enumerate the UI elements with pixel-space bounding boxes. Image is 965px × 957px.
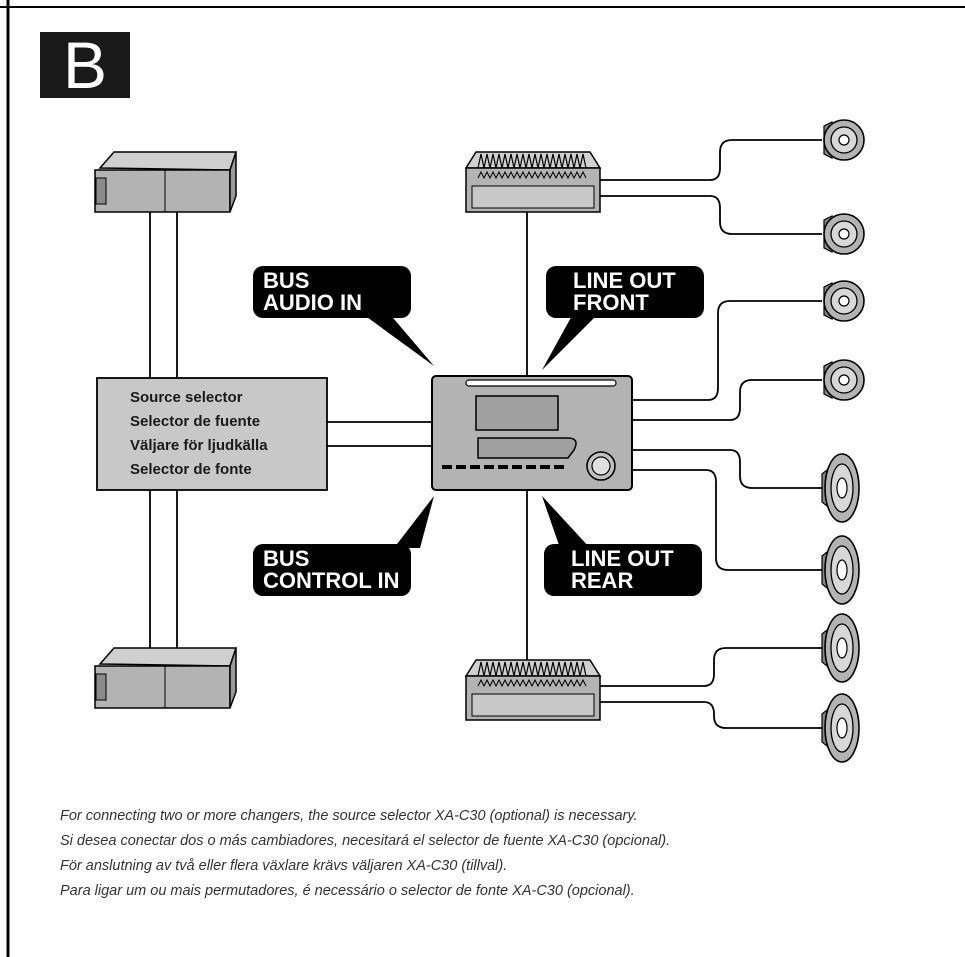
source-selector-line-3: Väljare för ljudkälla — [130, 437, 268, 454]
source-selector-line-2: Selector de fuente — [130, 413, 260, 430]
speaker-wires — [600, 139, 822, 729]
caption-portuguese: Para ligar um ou mais permutadores, é ne… — [60, 883, 635, 899]
head-unit — [431, 375, 633, 491]
section-badge-letter: B — [63, 28, 107, 102]
changer-wires — [149, 212, 178, 648]
caption-spanish: Si desea conectar dos o más cambiadores,… — [60, 833, 671, 849]
label-line-out-rear: LINE OUT REAR — [542, 496, 702, 596]
speaker-front-4-icon — [823, 359, 865, 401]
cd-changer-top — [94, 151, 238, 213]
speaker-rear-1-icon — [821, 453, 860, 523]
amplifier-top — [464, 151, 602, 213]
cd-changer-bottom — [94, 647, 238, 709]
label-line-out-front: LINE OUT FRONT — [542, 266, 704, 370]
speaker-front-2-icon — [823, 213, 865, 255]
caption-english: For connecting two or more changers, the… — [60, 808, 638, 824]
speaker-front-1-icon — [823, 119, 865, 161]
label-line-out-rear-line-1: LINE OUT — [571, 546, 674, 571]
speaker-front-3-icon — [823, 280, 865, 322]
label-line-out-front-line-2: FRONT — [573, 290, 649, 315]
amplifier-bottom — [464, 659, 602, 721]
label-bus-control-in-line-1: BUS — [263, 546, 309, 571]
label-bus-control-in-line-2: CONTROL IN — [263, 568, 399, 593]
label-bus-audio-in-line-1: BUS — [263, 268, 309, 293]
head-unit-buttons — [442, 465, 564, 469]
label-bus-audio-in-line-2: AUDIO IN — [263, 290, 362, 315]
speaker-rear-4-icon — [821, 693, 860, 763]
label-bus-audio-in: BUS AUDIO IN — [253, 266, 434, 366]
section-badge: B — [40, 28, 130, 102]
label-line-out-rear-line-2: REAR — [571, 568, 633, 593]
source-selector-box: Source selector Selector de fuente Välja… — [96, 377, 328, 491]
caption-block: For connecting two or more changers, the… — [60, 804, 950, 904]
selector-to-headunit-wires — [327, 421, 432, 447]
label-bus-control-in: BUS CONTROL IN — [253, 496, 434, 596]
speaker-rear-2-icon — [821, 535, 860, 605]
source-selector-line-4: Selector de fonte — [130, 461, 252, 478]
caption-swedish: För anslutning av två eller flera växlar… — [60, 858, 508, 874]
source-selector-line-1: Source selector — [130, 389, 243, 406]
label-line-out-front-line-1: LINE OUT — [573, 268, 676, 293]
speaker-rear-3-icon — [821, 613, 860, 683]
